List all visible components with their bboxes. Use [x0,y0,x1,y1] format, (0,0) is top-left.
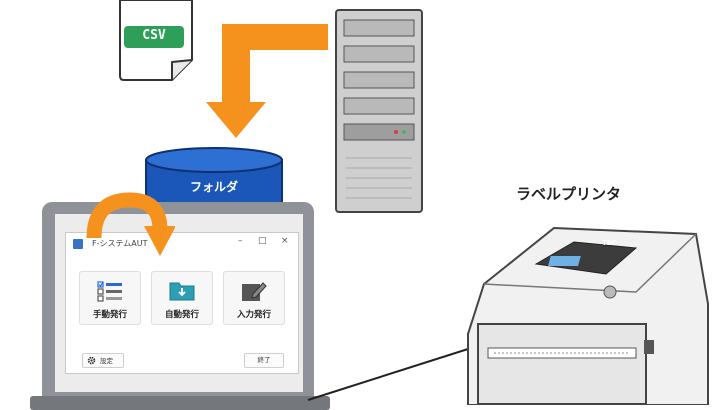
auto-issue-button[interactable]: 自動発行 [151,271,213,325]
printer-label: ラベルプリンタ [516,185,622,203]
csv-badge: CSV [124,26,184,48]
input-issue-label: 入力発行 [236,310,271,320]
close-button[interactable]: × [281,236,289,246]
manual-issue-button[interactable]: 手動発行 [79,271,141,325]
app-titlebar: F-システムAUT – □ × [66,233,298,255]
checklist-icon [97,281,122,302]
folder-download-icon [169,282,195,301]
input-issue-button[interactable]: 入力発行 [223,271,285,325]
app-title: F-システムAUT [92,239,148,248]
cable-line [307,341,491,401]
server-icon [335,9,423,213]
label-printer-icon: TEC [467,226,709,405]
exit-button[interactable]: 終了 [244,353,284,368]
maximize-button[interactable]: □ [258,236,267,246]
settings-button[interactable]: 設定 [82,353,124,368]
arrow-folder-to-app [86,192,175,256]
app-window: F-システムAUT – □ × 手動発行 自動発行 入力発行 [65,232,299,374]
arrow-server-to-folder [206,24,328,138]
csv-label: CSV [142,28,166,43]
pen-edit-icon [242,282,267,301]
app-logo-icon [73,239,83,249]
gear-icon [87,356,96,365]
laptop-base [30,396,330,410]
auto-issue-label: 自動発行 [164,310,199,320]
settings-label: 設定 [100,357,113,365]
manual-issue-label: 手動発行 [92,310,127,320]
printer-brand: TEC [602,239,617,247]
folder-label: フォルダ [189,180,238,194]
minimize-button[interactable]: – [238,236,243,246]
